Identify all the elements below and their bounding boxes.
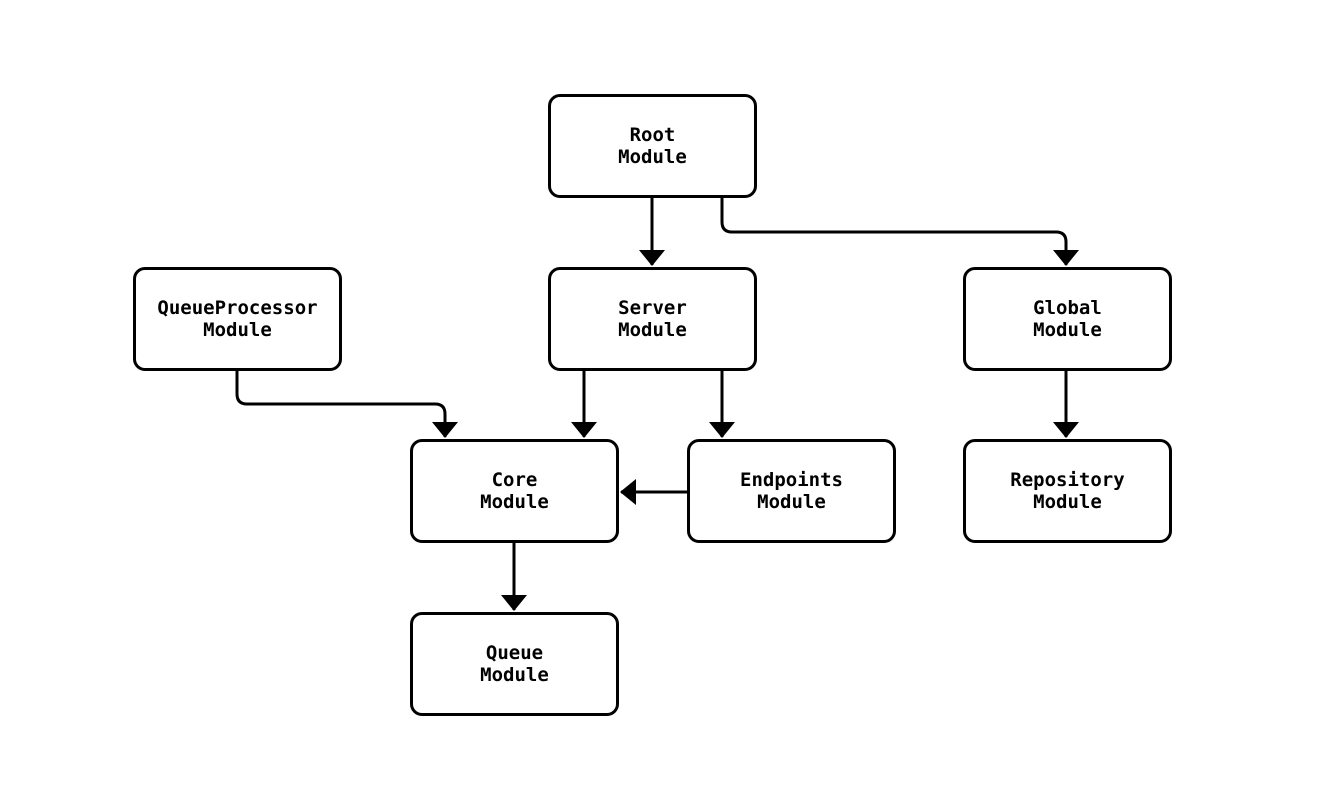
module-node-label: Module [480, 491, 549, 513]
module-node-label: Queue [485, 642, 544, 664]
module-node-label: Module [1033, 491, 1102, 513]
module-node-label: Server [618, 297, 687, 319]
edge-queueprocessor-to-core [235, 371, 458, 438]
module-node-label: Core [491, 469, 538, 491]
module-node-label: Module [480, 664, 549, 686]
module-node-label: Module [618, 146, 687, 168]
module-node-label: QueueProcessor [157, 297, 318, 319]
module-node-label: Module [618, 319, 687, 341]
module-node-label: Endpoints [740, 469, 843, 491]
module-node-label: Repository [1010, 469, 1125, 491]
module-node-label: Root [629, 124, 676, 146]
edge-root-to-global [720, 198, 1079, 266]
module-node-label: Module [757, 491, 826, 513]
module-node-label: Module [1033, 319, 1102, 341]
module-node-label: Module [203, 319, 272, 341]
edges-group [235, 198, 1079, 611]
module-node-label: Global [1033, 297, 1102, 319]
